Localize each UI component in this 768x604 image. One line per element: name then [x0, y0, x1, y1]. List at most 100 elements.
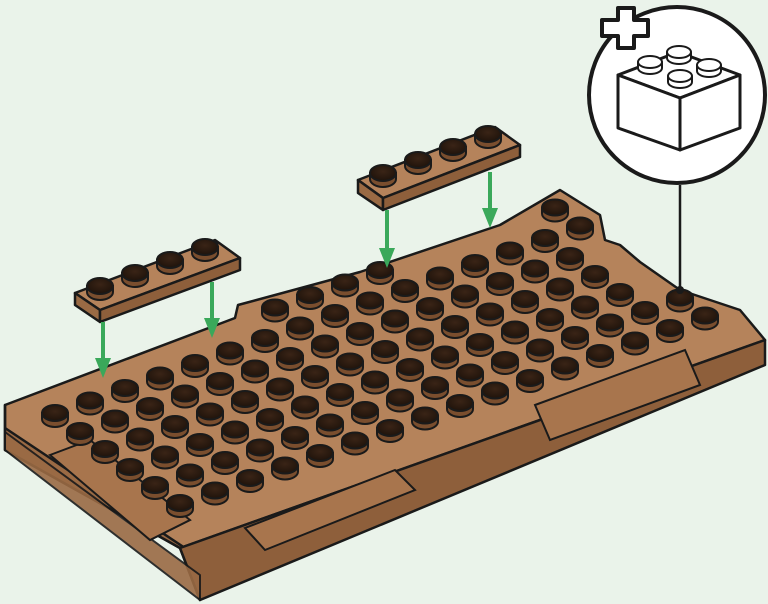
- stud: [312, 336, 338, 358]
- stud: [117, 459, 143, 481]
- stud: [562, 327, 588, 349]
- stud: [372, 341, 398, 363]
- stud: [692, 308, 718, 330]
- stud: [387, 390, 413, 412]
- stud: [537, 309, 563, 331]
- stud: [442, 316, 468, 338]
- stud: [467, 334, 493, 356]
- stud: [247, 440, 273, 462]
- stud: [237, 470, 263, 492]
- stud: [42, 405, 68, 427]
- stud: [517, 370, 543, 392]
- stud: [622, 333, 648, 355]
- stud: [142, 477, 168, 499]
- plate-1x4-right: [358, 126, 520, 210]
- stud: [547, 279, 573, 301]
- stud: [112, 380, 138, 402]
- stud: [147, 368, 173, 390]
- stud: [607, 284, 633, 306]
- stud: [552, 358, 578, 380]
- stud: [532, 230, 558, 252]
- stud: [302, 366, 328, 388]
- stud: [582, 266, 608, 288]
- stud: [232, 391, 258, 413]
- stud: [207, 373, 233, 395]
- stud: [332, 275, 358, 297]
- stud: [412, 408, 438, 430]
- plate-1x4-left: [75, 239, 240, 322]
- stud: [572, 297, 598, 319]
- stud: [172, 386, 198, 408]
- stud: [262, 300, 288, 322]
- stud: [137, 398, 163, 420]
- stud: [377, 420, 403, 442]
- stud: [157, 252, 183, 274]
- stud: [527, 340, 553, 362]
- stud: [267, 379, 293, 401]
- stud: [657, 320, 683, 342]
- stud: [252, 330, 278, 352]
- stud: [477, 304, 503, 326]
- stud: [432, 347, 458, 369]
- stud: [407, 329, 433, 351]
- stud: [440, 139, 466, 161]
- stud: [257, 409, 283, 431]
- stud: [447, 395, 473, 417]
- stud: [638, 56, 662, 74]
- stud: [182, 355, 208, 377]
- stud: [357, 293, 383, 315]
- stud: [487, 273, 513, 295]
- stud: [217, 343, 243, 365]
- stud: [202, 483, 228, 505]
- stud: [452, 286, 478, 308]
- stud: [307, 445, 333, 467]
- stud: [352, 402, 378, 424]
- stud: [502, 322, 528, 344]
- stud: [102, 411, 128, 433]
- stud: [297, 287, 323, 309]
- stud: [362, 372, 388, 394]
- stud: [192, 239, 218, 261]
- stud: [457, 365, 483, 387]
- stud: [162, 416, 188, 438]
- stud: [557, 248, 583, 270]
- stud: [475, 126, 501, 148]
- stud: [322, 305, 348, 327]
- stud: [367, 262, 393, 284]
- stud: [92, 441, 118, 463]
- arrow-head-icon: [482, 208, 498, 228]
- stud: [167, 495, 193, 517]
- stud: [272, 458, 298, 480]
- stud: [482, 383, 508, 405]
- stud: [347, 323, 373, 345]
- stud: [697, 59, 721, 77]
- stud: [67, 423, 93, 445]
- stud: [668, 70, 692, 88]
- stud: [587, 345, 613, 367]
- stud: [632, 302, 658, 324]
- stud: [370, 165, 396, 187]
- stud: [87, 278, 113, 300]
- stud: [127, 429, 153, 451]
- stud: [342, 433, 368, 455]
- stud: [405, 152, 431, 174]
- stud: [212, 452, 238, 474]
- stud: [522, 261, 548, 283]
- stud: [337, 354, 363, 376]
- stud: [292, 397, 318, 419]
- stud: [222, 422, 248, 444]
- stud: [397, 359, 423, 381]
- stud: [497, 243, 523, 265]
- stud: [327, 384, 353, 406]
- stud: [177, 465, 203, 487]
- stud: [122, 265, 148, 287]
- stud: [282, 427, 308, 449]
- stud: [317, 415, 343, 437]
- stud: [422, 377, 448, 399]
- stud: [152, 447, 178, 469]
- stud: [427, 268, 453, 290]
- stud: [542, 200, 568, 222]
- stud: [667, 46, 691, 64]
